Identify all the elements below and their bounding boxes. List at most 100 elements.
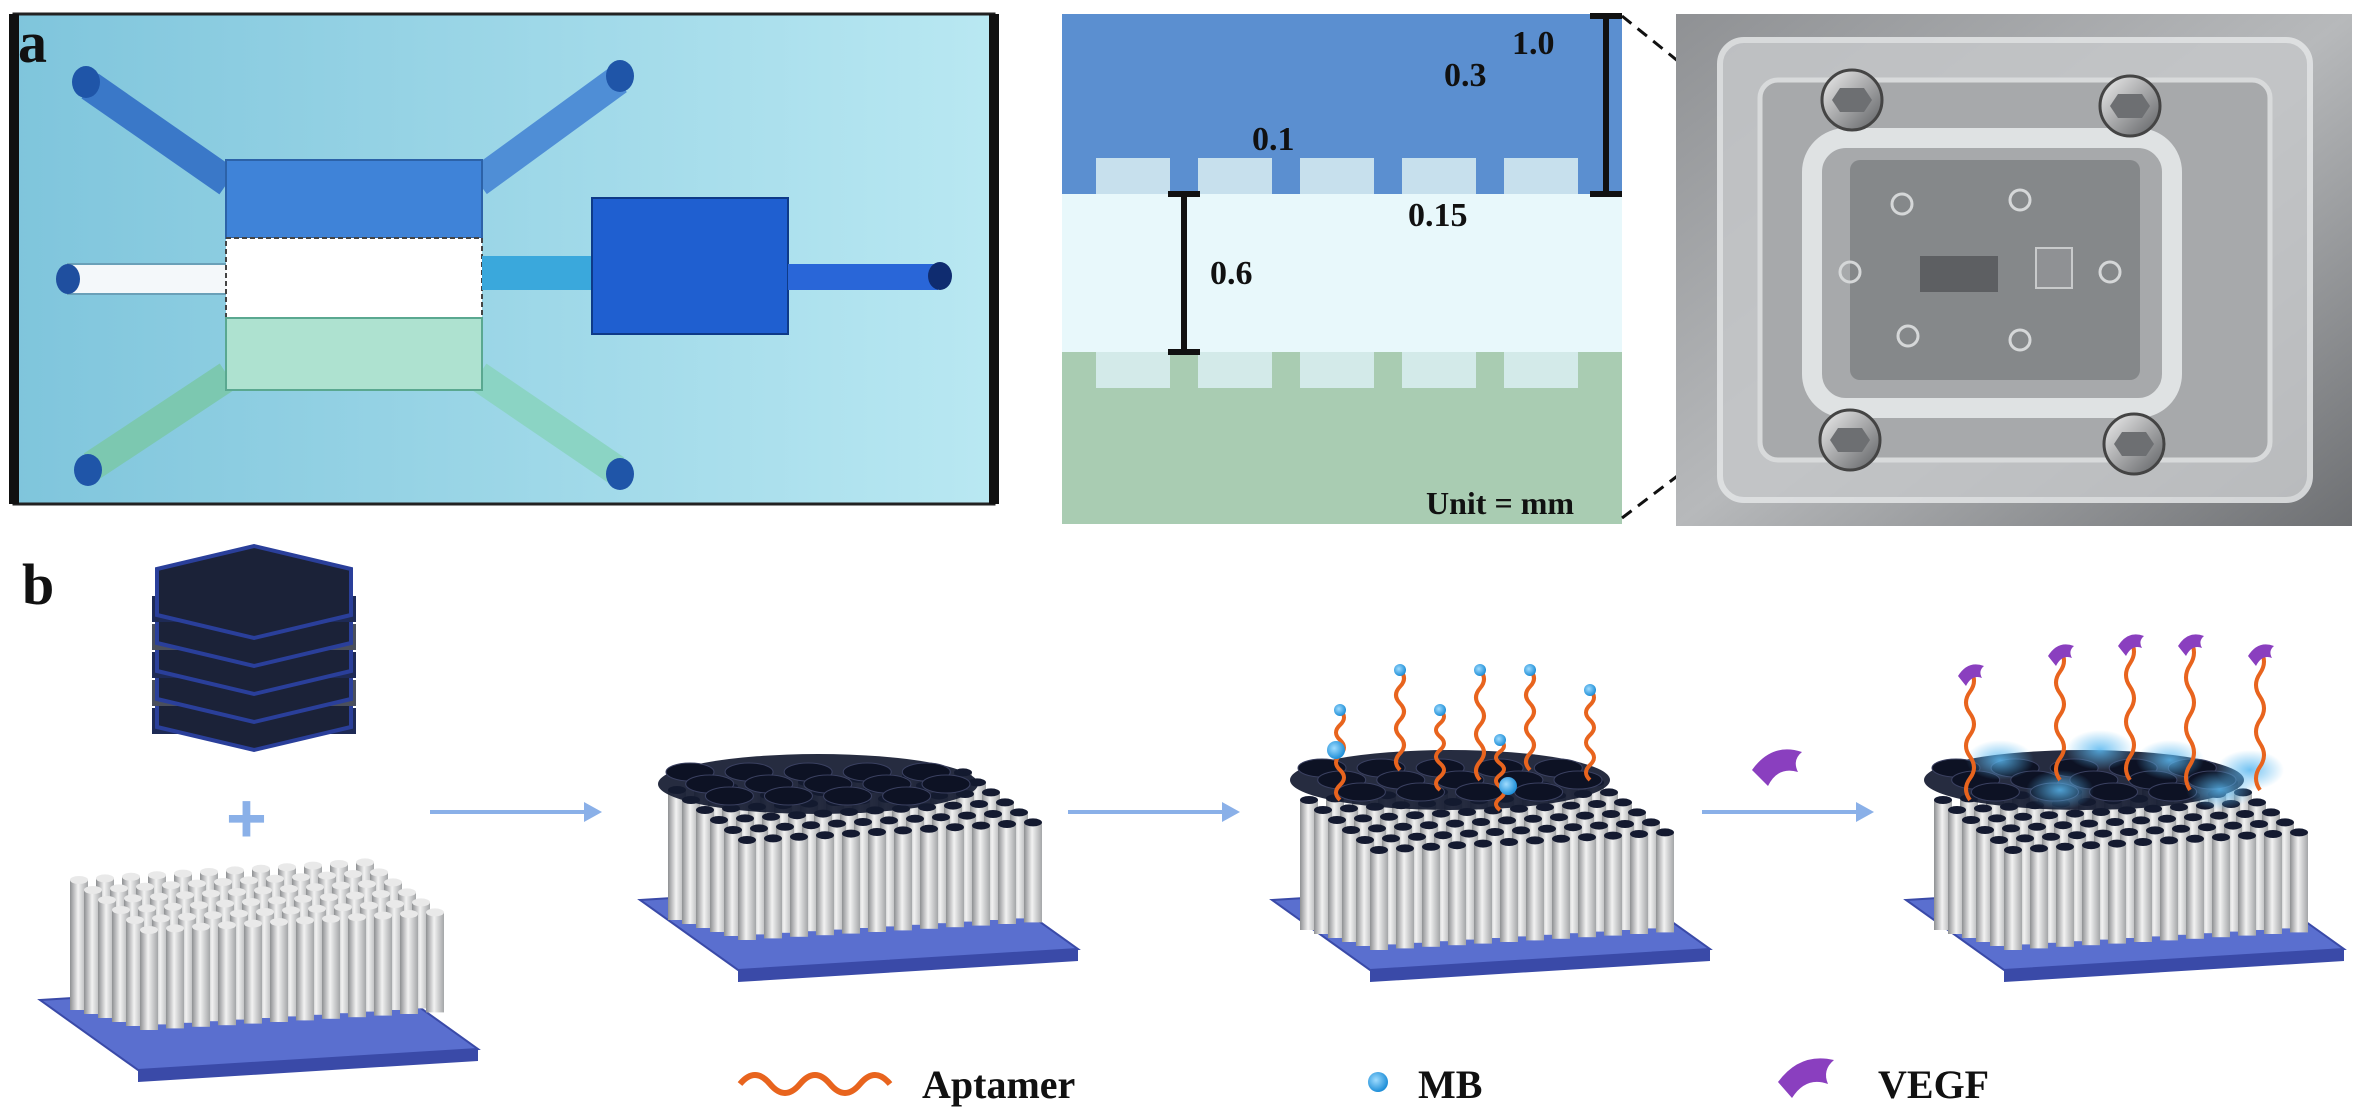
nanorod-cap — [204, 911, 222, 920]
vegf-bound — [2118, 634, 2144, 656]
nanorod-cap — [1962, 816, 1980, 824]
nanorod-cap — [2158, 814, 2176, 823]
vegf-bound — [2048, 644, 2074, 666]
nanorod — [816, 835, 834, 936]
nanorod-cap — [174, 869, 192, 878]
nanorod-cap — [270, 918, 288, 926]
nanorod-cap — [2014, 812, 2032, 821]
nanorod-cap — [112, 906, 130, 914]
nanorod-cap — [2290, 828, 2308, 837]
nanorod-cap — [400, 910, 418, 918]
nanorod-cap — [1474, 839, 1492, 848]
bottom-chamber — [74, 317, 634, 490]
nanorod — [218, 925, 236, 1026]
substrate-edge — [2004, 949, 2344, 982]
nanorod — [1422, 846, 1440, 947]
nanorod-cap — [190, 901, 208, 910]
unit-note: Unit = mm — [1426, 485, 1574, 521]
nanorod-cap — [372, 890, 390, 898]
nanorod-cap — [750, 824, 768, 833]
nanorod-cap — [136, 882, 154, 891]
dim-label-1-0: 1.0 — [1512, 25, 1555, 62]
nanorod — [2238, 835, 2256, 936]
arrow-1 — [430, 802, 602, 822]
channel-outlet-port — [928, 262, 952, 290]
mb-legend-icon — [1368, 1072, 1388, 1092]
nanorod-cap — [228, 888, 246, 896]
bottom-pillar — [1300, 352, 1374, 388]
nanorod-cap — [176, 891, 194, 900]
nanorod-cap — [334, 903, 352, 912]
nanorod-cap — [254, 886, 272, 895]
nanorod-cap — [1498, 816, 1516, 825]
nanorod-cap — [2262, 808, 2280, 817]
aptamer-strand — [2124, 638, 2136, 782]
nanorod-cap — [2264, 830, 2282, 838]
nanorod-cap — [122, 872, 140, 881]
nanorod-cap — [356, 858, 374, 867]
nanosheet-layer — [155, 543, 353, 641]
nanorod-cap — [868, 828, 886, 836]
nanorod-cap — [762, 812, 780, 821]
nanorod-cap — [124, 894, 142, 903]
nanorod — [894, 830, 912, 931]
nanorod — [1630, 834, 1648, 934]
nanorod-cap — [2068, 831, 2086, 840]
nanorod-cap — [920, 824, 938, 833]
vegf-legend-icon — [1778, 1058, 1834, 1098]
nanorod-cap — [1024, 818, 1042, 827]
nanorod — [2290, 832, 2308, 933]
nanorod-cap — [292, 873, 310, 882]
nanorod-cap — [252, 864, 270, 873]
nanorod — [1396, 848, 1414, 949]
nanorod-cap — [166, 924, 184, 933]
nanorod-cap — [360, 901, 378, 910]
nanorod-array-aptamer — [1269, 664, 1713, 982]
nanorod — [1526, 840, 1544, 941]
nanorod-cap — [2236, 810, 2254, 818]
nanorod — [140, 930, 158, 1030]
nanorod — [1948, 810, 1966, 934]
nanorod — [668, 790, 686, 920]
nanorod — [710, 820, 728, 932]
nanorod-cap — [98, 896, 116, 904]
nanorod-cap — [150, 892, 168, 901]
nanorod — [790, 836, 808, 937]
nanorod — [1356, 840, 1374, 946]
nanorod-cap — [230, 909, 248, 918]
nanorod — [696, 810, 714, 928]
nanosheet-flake — [882, 786, 932, 806]
nanorod-cap — [1564, 823, 1582, 832]
inlet-port — [72, 66, 100, 98]
nanorod-cap — [1356, 836, 1374, 844]
nanorod-cap — [880, 816, 898, 825]
nanorod — [112, 910, 130, 1022]
mb-glow — [1966, 740, 2034, 780]
arrow-2 — [1068, 802, 1240, 822]
nanorod — [998, 824, 1016, 924]
nanorod — [1552, 838, 1570, 939]
nanorod-cap — [164, 902, 182, 911]
nanorod-cap — [2030, 844, 2048, 853]
nanorod-cap — [178, 912, 196, 921]
mb-molecule — [1584, 684, 1596, 696]
nanorod-cap — [140, 926, 158, 934]
nanorod-cap — [1628, 808, 1646, 817]
nanorod-cap — [332, 881, 350, 890]
nanosheet-flake — [1970, 782, 2020, 802]
nanorod — [426, 912, 444, 1013]
nanorod-cap — [1314, 806, 1332, 814]
nanorod — [764, 838, 782, 939]
nanosheet-flake — [704, 786, 754, 806]
top-chamber — [72, 60, 634, 239]
nanorod-cap — [1448, 841, 1466, 850]
nanorod-cap — [932, 813, 950, 822]
nanorod-cap — [946, 823, 964, 832]
bottom-pillar-row — [1096, 352, 1578, 388]
nanorod-cap — [2120, 828, 2138, 836]
nanorod-cap — [1446, 819, 1464, 828]
nanorod-cap — [2248, 798, 2266, 807]
nanorod-cap — [202, 889, 220, 898]
nanosheet-flake — [921, 774, 971, 794]
